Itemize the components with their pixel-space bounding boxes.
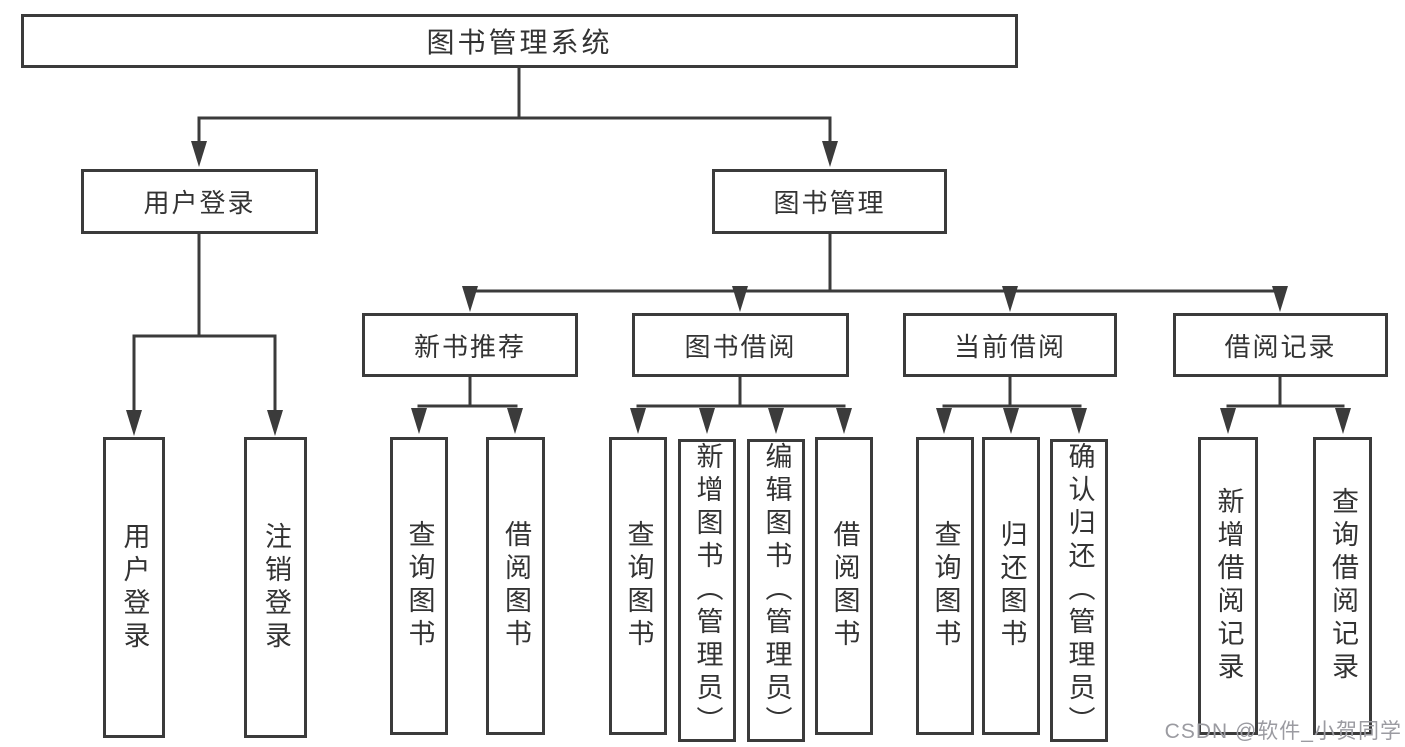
leaf-logout: 注销登录 (244, 437, 307, 738)
leaf-logout-label: 注销登录 (261, 521, 291, 654)
node-book-management-label: 图书管理 (773, 188, 886, 218)
leaf-query-books-borrowing: 查询图书 (609, 437, 667, 735)
leaf-query-borrow-record: 查询借阅记录 (1313, 437, 1372, 735)
leaf-query-books-recommend: 查询图书 (390, 437, 448, 735)
leaf-borrow-books-borrowing-label: 借阅图书 (829, 520, 860, 652)
leaf-return-books-label: 归还图书 (996, 520, 1027, 652)
leaf-add-borrow-record: 新增借阅记录 (1198, 437, 1258, 735)
leaf-add-borrow-record-label: 新增借阅记录 (1213, 487, 1244, 685)
leaf-query-books-borrowing-label: 查询图书 (623, 520, 654, 652)
leaf-query-books-current: 查询图书 (916, 437, 974, 735)
leaf-add-book-admin: 新增图书（管理员） (678, 439, 736, 742)
leaf-query-borrow-record-label: 查询借阅记录 (1328, 487, 1358, 685)
leaf-query-books-current-label: 查询图书 (930, 520, 961, 652)
leaf-confirm-return-admin: 确认归还（管理员） (1050, 439, 1108, 742)
leaf-edit-book-admin-label: 编辑图书（管理员） (761, 442, 792, 739)
leaf-borrow-books-recommend: 借阅图书 (486, 437, 545, 735)
leaf-user-login: 用户登录 (103, 437, 165, 738)
leaf-add-book-admin-label: 新增图书（管理员） (692, 442, 723, 739)
node-new-book-recommendation-label: 新书推荐 (413, 331, 526, 362)
leaf-edit-book-admin: 编辑图书（管理员） (747, 439, 805, 742)
node-current-borrowing: 当前借阅 (903, 313, 1117, 377)
node-book-management: 图书管理 (712, 169, 947, 234)
node-borrowing-records-label: 借阅记录 (1224, 331, 1337, 362)
leaf-borrow-books-borrowing: 借阅图书 (815, 437, 873, 735)
node-root: 图书管理系统 (21, 14, 1018, 68)
node-root-label: 图书管理系统 (426, 27, 613, 58)
leaf-borrow-books-recommend-label: 借阅图书 (501, 520, 531, 652)
node-user-login-label: 用户登录 (143, 188, 256, 218)
node-book-borrowing-label: 图书借阅 (684, 331, 797, 362)
leaf-return-books: 归还图书 (982, 437, 1040, 735)
leaf-user-login-label: 用户登录 (119, 521, 150, 654)
node-borrowing-records: 借阅记录 (1173, 313, 1388, 377)
leaf-confirm-return-admin-label: 确认归还（管理员） (1064, 442, 1095, 739)
watermark: CSDN @软件_小贺同学 (1164, 720, 1402, 743)
node-current-borrowing-label: 当前借阅 (953, 331, 1066, 362)
arrowheads (126, 141, 1351, 436)
leaf-query-books-recommend-label: 查询图书 (404, 520, 435, 652)
node-new-book-recommendation: 新书推荐 (362, 313, 578, 377)
node-user-login: 用户登录 (81, 169, 318, 234)
node-book-borrowing: 图书借阅 (632, 313, 849, 377)
